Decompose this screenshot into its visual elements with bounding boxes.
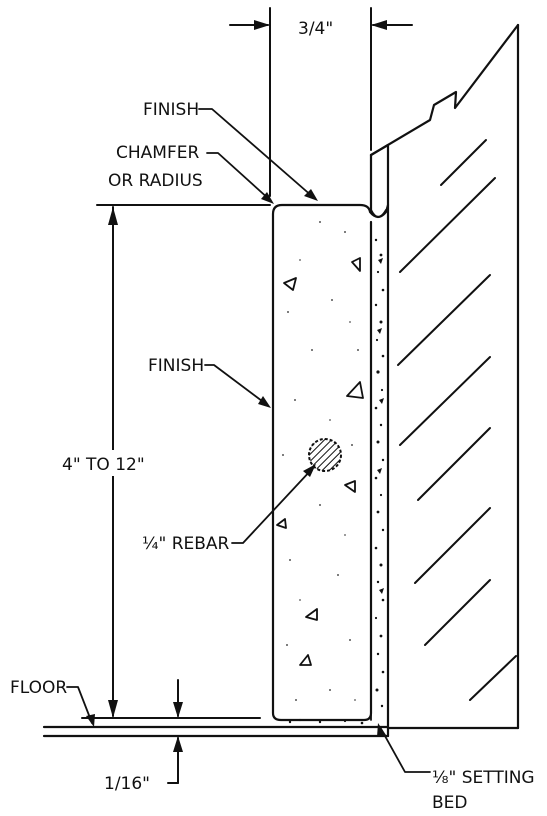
top-dimension-label: 3/4" — [298, 19, 333, 39]
finish-top-callout: FINISH — [143, 100, 318, 201]
height-range-label: 4" TO 12" — [62, 455, 145, 475]
floor — [42, 725, 390, 738]
floor-gap-label: 1/16" — [104, 774, 150, 794]
dimension-height: 4" TO 12" — [60, 204, 271, 718]
chamfer-label-line2: OR RADIUS — [108, 171, 203, 191]
setting-bed-label-line2: BED — [432, 793, 468, 813]
concrete-speckle — [282, 221, 359, 701]
setting-bed-callout: ⅛" SETTING BED — [377, 723, 535, 813]
finish-top-label: FINISH — [143, 100, 199, 120]
wall-hatch — [397, 139, 517, 701]
chamfer-label-line1: CHAMFER — [116, 143, 199, 163]
finish-side-label: FINISH — [148, 356, 204, 376]
rebar-callout: ¼" REBAR — [142, 464, 316, 554]
floor-callout: FLOOR — [10, 678, 95, 727]
concrete-base — [271, 203, 390, 722]
aggregate-marks — [276, 257, 364, 666]
finish-side-callout: FINISH — [148, 356, 271, 408]
setting-bed-stipple — [288, 238, 385, 725]
chamfer-callout: CHAMFER OR RADIUS — [108, 143, 274, 204]
rebar-section — [308, 438, 342, 472]
wall — [369, 23, 520, 730]
setting-bed-label-line1: ⅛" SETTING — [432, 768, 535, 788]
rebar-label: ¼" REBAR — [142, 534, 230, 554]
dimension-floor-gap: 1/16" — [81, 679, 261, 794]
floor-label: FLOOR — [10, 678, 67, 698]
dimension-three-quarter: 3/4" — [229, 7, 413, 197]
